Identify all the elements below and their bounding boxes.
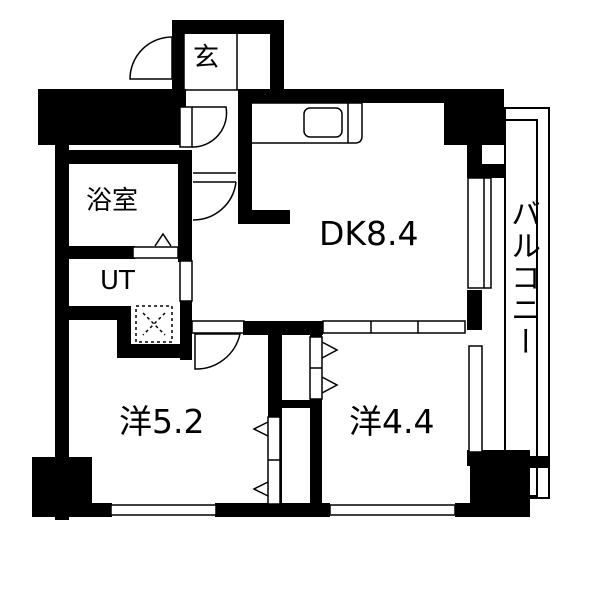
balcony-rail [504, 107, 550, 499]
room-label-western-room-2: 洋4.4 [349, 402, 435, 441]
entrance-detail [129, 34, 363, 370]
room-label-bathroom: 浴室 [86, 186, 139, 216]
room-label-entrance: 玄 [193, 43, 220, 73]
closets [252, 336, 339, 505]
room-label-dining-kitchen: DK8.4 [319, 214, 419, 253]
room-label-western-room-1: 洋5.2 [119, 402, 205, 441]
room-label-balcony: バルコニー [505, 198, 540, 358]
windows [110, 177, 492, 516]
room-label-toilet: WC [104, 112, 148, 142]
room-label-utility: UT [100, 266, 135, 296]
